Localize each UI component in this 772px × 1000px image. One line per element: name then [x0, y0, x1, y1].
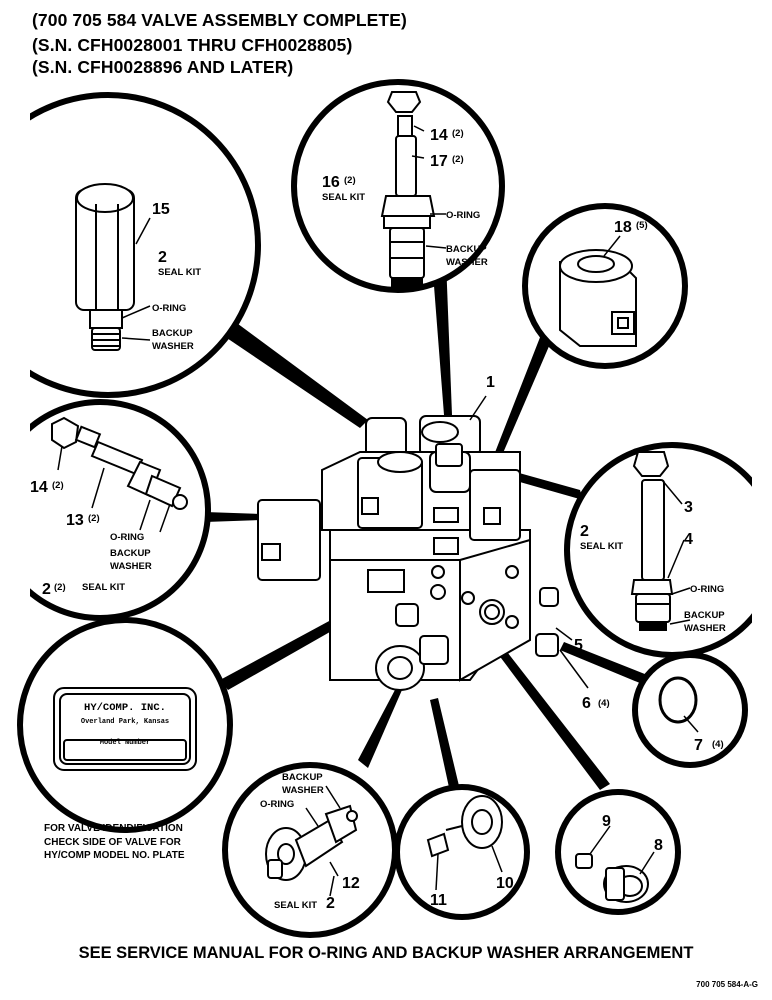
tag-washer-13: WASHER: [110, 561, 152, 572]
tag-washer-15: WASHER: [152, 341, 194, 352]
label-17: 17: [430, 153, 448, 170]
label-15: 15: [152, 201, 170, 218]
part-13-illustration: [51, 416, 188, 510]
footer-instruction: SEE SERVICE MANUAL FOR O-RING AND BACKUP…: [78, 944, 694, 962]
part-7-oring: [658, 676, 698, 724]
title-line-2: (S.N. CFH0028001 THRU CFH0028805): [32, 35, 353, 55]
part-8-9-illustration: [575, 853, 649, 903]
identification-note: FOR VALVE IDENDIFICATION CHECK SIDE OF V…: [44, 822, 185, 863]
label-8: 8: [654, 837, 663, 854]
note-line-3: HY/COMP MODEL NO. PLATE: [44, 850, 185, 861]
leader-lines: [57, 125, 699, 897]
label-17-qty: (2): [452, 154, 464, 165]
valve-block: [257, 415, 559, 691]
label-1: 1: [486, 374, 495, 391]
label-18-qty: (5): [636, 220, 648, 231]
callout-labels: 15 2 SEAL KIT O-RING BACKUP WASHER 14 (2…: [30, 127, 726, 912]
label-6: 6: [582, 695, 591, 712]
tag-backup-15: BACKUP: [152, 328, 193, 339]
label-9: 9: [602, 813, 611, 830]
detail-circle-10-11: [394, 784, 530, 920]
tag-washer-12: WASHER: [282, 785, 324, 796]
tag-oring-15: O-RING: [152, 303, 186, 314]
label-7-qty: (4): [712, 739, 724, 750]
model-plate: [53, 687, 197, 771]
label-2a-sealkit: SEAL KIT: [158, 267, 201, 278]
label-11: 11: [430, 892, 447, 909]
label-5: 5: [574, 637, 583, 654]
label-16-sealkit: SEAL KIT: [322, 192, 365, 203]
label-6-qty: (4): [598, 698, 610, 709]
title-line-3: (S.N. CFH0028896 AND LATER): [32, 57, 294, 77]
part-10-illustration: [426, 795, 503, 858]
tag-oring-13: O-RING: [110, 532, 144, 543]
label-2a: 2: [158, 249, 167, 266]
detail-circle-7: [632, 652, 748, 768]
part-15-illustration: [75, 183, 135, 351]
part-17-illustration: [380, 91, 436, 287]
label-13-qty: (2): [88, 513, 100, 524]
label-14a: 14: [430, 127, 448, 144]
label-16-qty: (2): [344, 175, 356, 186]
tag-oring-17: O-RING: [446, 210, 480, 221]
tag-backup-17: BACKUP: [446, 244, 487, 255]
label-12: 12: [342, 875, 360, 892]
tag-washer-17: WASHER: [446, 257, 488, 268]
label-3: 3: [684, 499, 693, 516]
label-14b: 14: [30, 479, 48, 496]
label-2d-sealkit: SEAL KIT: [580, 541, 623, 552]
label-16: 16: [322, 174, 340, 191]
note-line-1: FOR VALVE IDENDIFICATION: [44, 823, 183, 834]
label-2c-qty: (2): [54, 582, 66, 593]
plate-company: HY/COMP. INC.: [84, 702, 166, 714]
tag-oring-4: O-RING: [690, 584, 724, 595]
label-10: 10: [496, 875, 514, 892]
label-2c-sealkit: SEAL KIT: [82, 582, 125, 593]
label-14b-qty: (2): [52, 480, 64, 491]
part-4-illustration: [630, 451, 674, 631]
plate-model: Model Number: [100, 739, 150, 747]
tag-oring-12: O-RING: [260, 799, 294, 810]
label-12-sealkit: SEAL KIT: [274, 900, 317, 911]
part-12-illustration: [265, 804, 358, 881]
tag-backup-13: BACKUP: [110, 548, 151, 559]
label-12-num: 2: [326, 895, 335, 912]
detail-circle-13: [0, 399, 211, 621]
label-2c: 2: [42, 581, 51, 598]
part-18-coil-illustration: [559, 249, 637, 347]
label-7: 7: [694, 737, 703, 754]
tag-washer-4: WASHER: [684, 623, 726, 634]
title-line-1: (700 705 584 VALVE ASSEMBLY COMPLETE): [32, 10, 407, 30]
label-14a-qty: (2): [452, 128, 464, 139]
tag-backup-4: BACKUP: [684, 610, 725, 621]
label-18: 18: [614, 219, 632, 236]
label-2d: 2: [580, 523, 589, 540]
plate-city: Overland Park, Kansas: [81, 718, 169, 726]
tag-backup-12: BACKUP: [282, 772, 323, 783]
label-4: 4: [684, 531, 693, 548]
label-13: 13: [66, 512, 84, 529]
drawing-code: 700 705 584-A-G: [696, 980, 758, 989]
note-line-2: CHECK SIDE OF VALVE FOR: [44, 836, 181, 848]
